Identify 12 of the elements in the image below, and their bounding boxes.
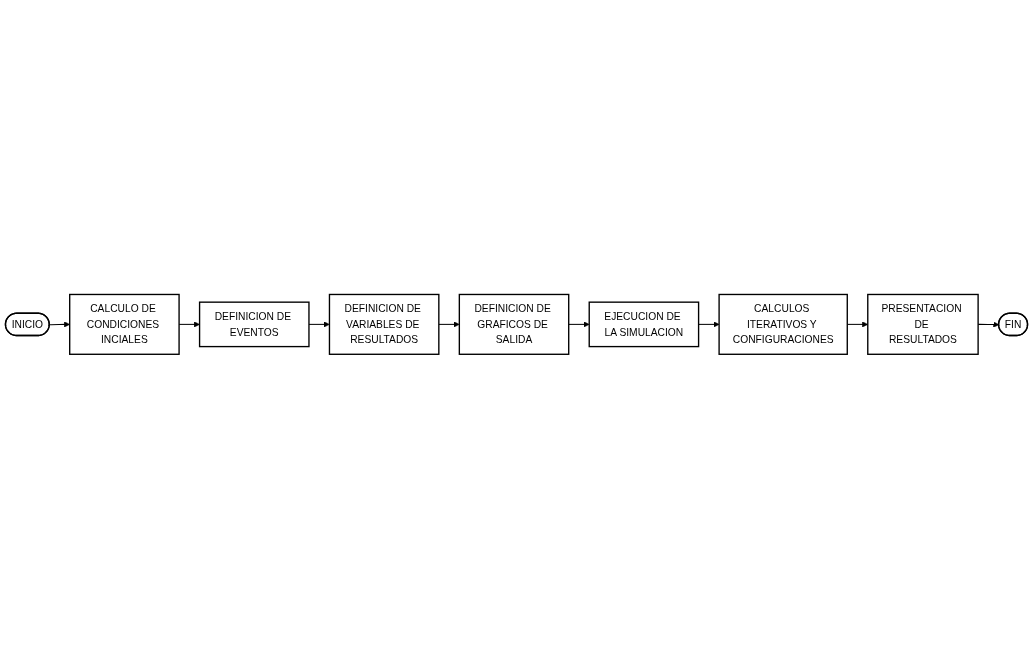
node-box: CALCULO DE CONDICIONES INCIALES (69, 293, 180, 356)
node-box: CALCULOS ITERATIVOS Y CONFIGURACIONES (718, 293, 848, 356)
node-box: PRESENTACION DE RESULTADOS (867, 293, 979, 356)
arrow (698, 321, 720, 328)
node-box: DEFINICION DE EVENTOS (198, 301, 310, 348)
arrow (308, 321, 330, 328)
arrow (438, 321, 460, 328)
arrow (568, 321, 590, 328)
node-box: EJECUCION DE LA SIMULACION (588, 301, 700, 348)
arrow (49, 321, 70, 328)
node-box: DEFINICION DE GRAFICOS DE SALIDA (458, 293, 570, 356)
node-box: DEFINICION DE VARIABLES DE RESULTADOS (328, 293, 440, 356)
